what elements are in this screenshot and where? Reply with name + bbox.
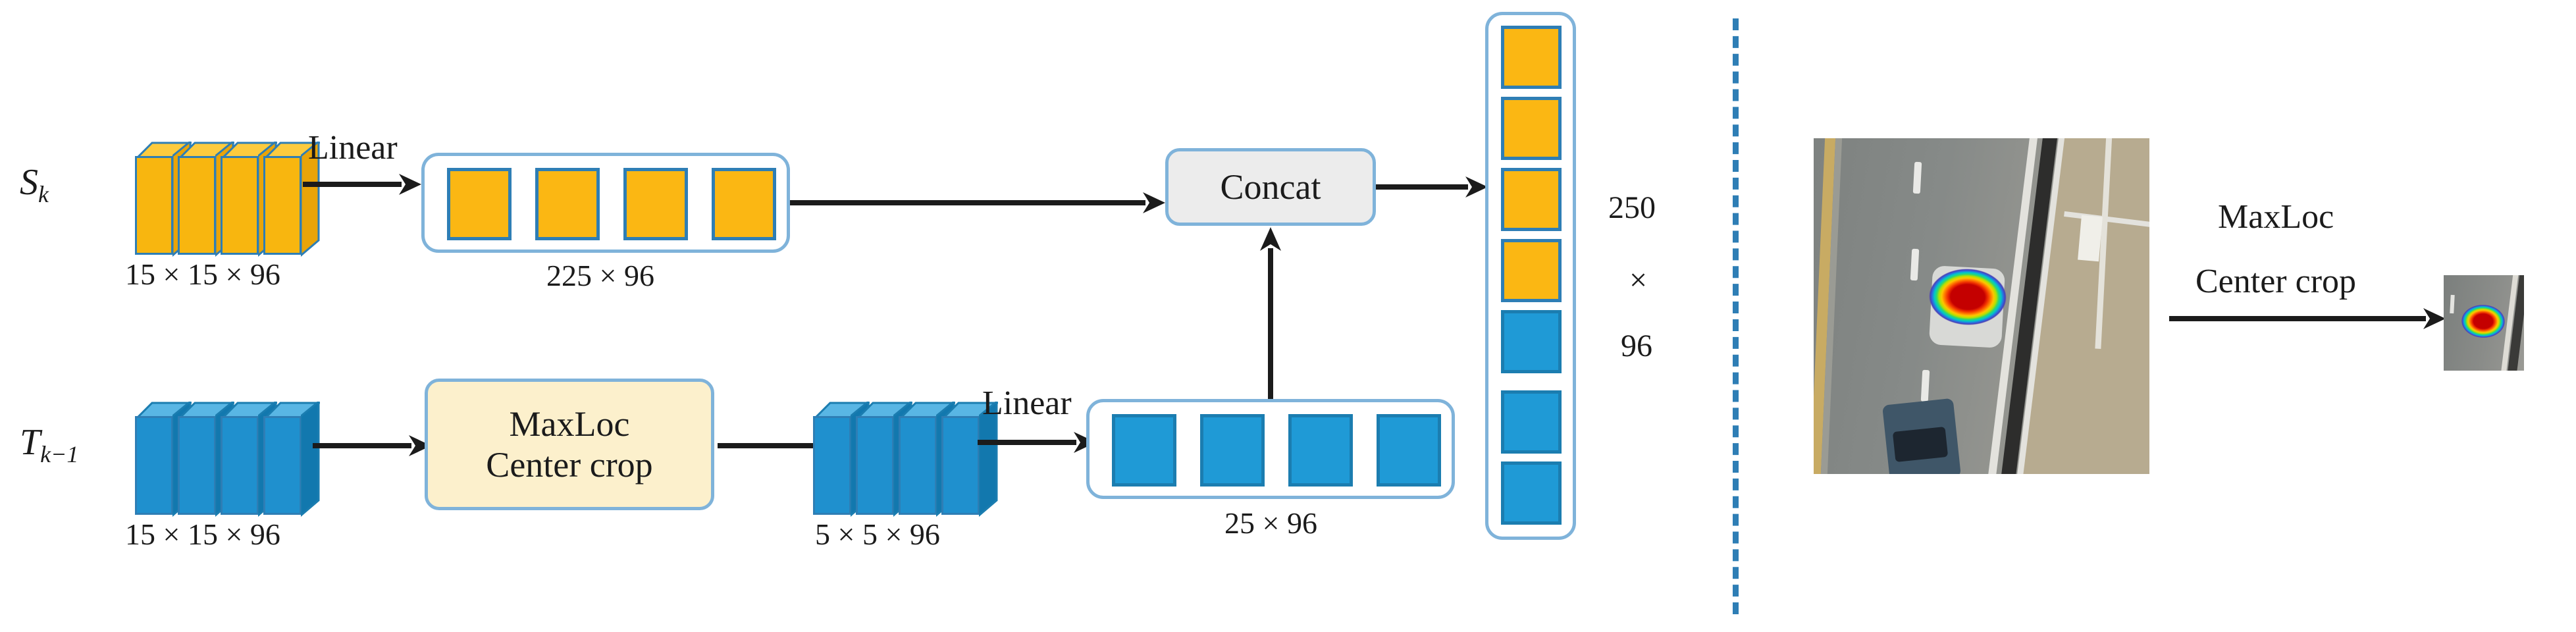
roadside-sign (2078, 215, 2103, 262)
arrow-concat-to-output (1376, 172, 1488, 205)
input-label-search-base: S (20, 162, 38, 203)
right-op-label-line1: MaxLoc (2218, 198, 2334, 236)
vector-holder-search (421, 153, 790, 253)
result-heatmap (2458, 300, 2508, 342)
vector-cell (1377, 414, 1441, 487)
maxloc-center-crop-box[interactable]: MaxLoc Center crop (425, 379, 714, 510)
op-label-linear-bottom: Linear (982, 384, 1072, 422)
slab-front-face (899, 416, 937, 515)
vector-cell (712, 168, 776, 240)
tensor-dims-search: 15 × 15 × 96 (125, 257, 280, 291)
output-dim-96: 96 (1621, 329, 1652, 363)
arrow-linear-bottom (978, 428, 1096, 460)
output-cell-template (1501, 310, 1562, 373)
input-label-template-sub: k−1 (40, 441, 79, 468)
arrow-to-concat-bottom (1256, 227, 1285, 428)
concat-box[interactable]: Concat (1165, 148, 1376, 226)
right-op-label-line2: Center crop (2195, 263, 2357, 300)
tensor-slabs-cropped (810, 402, 1000, 520)
input-label-template: Tk−1 (20, 421, 78, 468)
output-vector-holder (1485, 12, 1576, 540)
vector-cell (535, 168, 600, 240)
result-image (2444, 275, 2524, 371)
slab-front-face (221, 416, 259, 515)
output-cell-template (1501, 461, 1562, 525)
output-cell-search (1501, 26, 1562, 89)
tensor-slabs-template (132, 402, 322, 520)
tensor-dims-template: 15 × 15 × 96 (125, 517, 280, 551)
vector-holder-template (1086, 399, 1455, 499)
vector-dims-search: 225 × 96 (546, 259, 654, 292)
vector-cell (1288, 414, 1353, 487)
tensor-slabs-search (132, 142, 322, 260)
slab-front-face (263, 416, 302, 515)
concat-label: Concat (1220, 167, 1321, 207)
output-cell-template (1501, 390, 1562, 454)
slab-front-face (178, 156, 216, 255)
op-label-linear-top: Linear (308, 129, 398, 167)
vector-cell (1200, 414, 1265, 487)
tensor-dims-cropped: 5 × 5 × 96 (815, 517, 940, 551)
slab-front-face (221, 156, 259, 255)
slab-front-face (856, 416, 894, 515)
slab-front-face (135, 416, 173, 515)
output-cell-search (1501, 239, 1562, 302)
vector-cell (623, 168, 688, 240)
slab-front-face (813, 416, 851, 515)
input-label-search: Sk (20, 161, 49, 208)
output-cell-search (1501, 97, 1562, 160)
arrow-to-concat-top (790, 188, 1165, 221)
panel-divider (1733, 18, 1739, 614)
arrow-to-maxloc (313, 431, 431, 463)
second-car-roof (1892, 426, 1949, 463)
maxloc-label-line2: Center crop (486, 445, 653, 485)
slab-front-face (178, 416, 216, 515)
source-image (1814, 138, 2149, 474)
output-dim-250: 250 (1608, 190, 1656, 225)
arrow-maxloc-crop-right (2169, 304, 2446, 336)
maxloc-label-line1: MaxLoc (509, 404, 630, 444)
vector-cell (1112, 414, 1176, 487)
vector-dims-template: 25 × 96 (1224, 506, 1317, 540)
response-heatmap (1924, 261, 2011, 332)
slab-front-face (135, 156, 173, 255)
vector-cell (447, 168, 512, 240)
input-label-template-base: T (20, 422, 41, 463)
arrow-linear-top (303, 170, 421, 202)
slab-front-face (941, 416, 980, 515)
slab-front-face (263, 156, 302, 255)
output-cell-search (1501, 168, 1562, 231)
input-label-search-sub: k (38, 181, 49, 208)
output-dim-times: × (1629, 263, 1648, 298)
